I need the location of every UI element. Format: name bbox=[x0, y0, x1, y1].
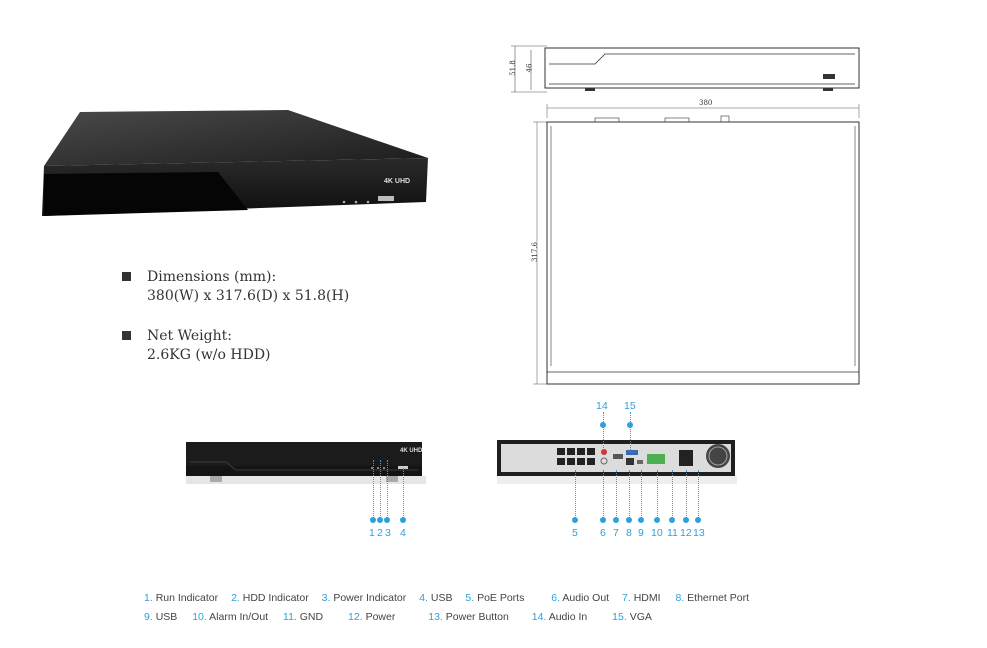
drawing-front-view: 51.8 46 bbox=[505, 44, 865, 96]
front-logo: 4K UHD bbox=[384, 178, 411, 185]
callout-11: 11 bbox=[667, 527, 678, 539]
callout-line bbox=[629, 470, 630, 520]
legend-item: 4. USB bbox=[419, 592, 453, 604]
callout-line bbox=[387, 460, 388, 520]
legend-item: 12. Power bbox=[348, 611, 396, 623]
callout-dot bbox=[669, 517, 675, 523]
legend-item: 2. HDD Indicator bbox=[231, 592, 309, 604]
callout-8: 8 bbox=[626, 527, 632, 539]
dim-depth: 317.6 bbox=[531, 241, 540, 263]
legend-item: 1. Run Indicator bbox=[144, 592, 219, 604]
callout-line bbox=[672, 470, 673, 520]
callout-line bbox=[373, 460, 374, 520]
legend-item: 15. VGA bbox=[612, 611, 652, 623]
callout-line bbox=[616, 470, 617, 520]
bullet-icon bbox=[122, 272, 131, 281]
legend-item: 11. GND bbox=[283, 611, 324, 623]
legend-item: 13. Power Button bbox=[428, 611, 509, 623]
legend-item: 5. PoE Ports bbox=[465, 592, 525, 604]
callout-line bbox=[603, 470, 604, 520]
spec-dimensions: Dimensions (mm): 380(W) x 317.6(D) x 51.… bbox=[122, 268, 349, 306]
callout-line bbox=[686, 470, 687, 520]
spec-weight-value: 2.6KG (w/o HDD) bbox=[147, 347, 271, 363]
callout-dot bbox=[654, 517, 660, 523]
bullet-icon bbox=[122, 331, 131, 340]
callout-line bbox=[641, 470, 642, 520]
callout-line bbox=[380, 460, 381, 520]
callout-12: 12 bbox=[680, 527, 692, 539]
dim-height-outer: 51.8 bbox=[508, 60, 517, 76]
drawing-top-view: 380 317.6 bbox=[525, 96, 865, 386]
rear-panel-image bbox=[497, 436, 737, 494]
callout-line bbox=[603, 412, 604, 452]
legend-item: 8. Ethernet Port bbox=[675, 592, 750, 604]
callout-10: 10 bbox=[651, 527, 663, 539]
callout-dot bbox=[400, 517, 406, 523]
callout-dot bbox=[613, 517, 619, 523]
callout-dot bbox=[572, 517, 578, 523]
legend-item: 10. Alarm In/Out bbox=[192, 611, 269, 623]
callout-14: 14 bbox=[596, 400, 608, 412]
callout-line bbox=[575, 470, 576, 520]
spec-dimensions-value: 380(W) x 317.6(D) x 51.8(H) bbox=[147, 288, 350, 304]
callout-6: 6 bbox=[600, 527, 606, 539]
legend-item: 7. HDMI bbox=[622, 592, 661, 604]
callout-line bbox=[630, 412, 631, 452]
callout-2: 2 bbox=[377, 527, 383, 539]
legend-row-1: 1. Run Indicator 2. HDD Indicator 3. Pow… bbox=[144, 592, 749, 604]
callout-9: 9 bbox=[638, 527, 644, 539]
dim-width: 380 bbox=[699, 99, 713, 107]
legend-item: 9. USB bbox=[144, 611, 178, 623]
front-panel-logo: 4K UHD bbox=[400, 448, 423, 454]
legend-item: 3. Power Indicator bbox=[321, 592, 407, 604]
callout-dot bbox=[626, 517, 632, 523]
spec-dimensions-label: Dimensions (mm): bbox=[147, 269, 277, 285]
dim-height-inner: 46 bbox=[525, 63, 534, 73]
callout-dot bbox=[683, 517, 689, 523]
callout-dot bbox=[377, 517, 383, 523]
callout-dot bbox=[384, 517, 390, 523]
callout-13: 13 bbox=[693, 527, 705, 539]
callout-dot bbox=[638, 517, 644, 523]
callout-1: 1 bbox=[369, 527, 375, 539]
callout-dot bbox=[627, 422, 633, 428]
legend-item: 6. Audio Out bbox=[551, 592, 610, 604]
callout-4: 4 bbox=[400, 527, 406, 539]
callout-3: 3 bbox=[385, 527, 391, 539]
callout-7: 7 bbox=[613, 527, 619, 539]
front-panel-image: 4K UHD bbox=[186, 440, 426, 486]
callout-15: 15 bbox=[624, 400, 636, 412]
callout-line bbox=[698, 470, 699, 520]
legend-row-2: 9. USB 10. Alarm In/Out 11. GND 12. Powe… bbox=[144, 611, 652, 623]
spec-weight-label: Net Weight: bbox=[147, 328, 232, 344]
legend-item: 14. Audio In bbox=[531, 611, 588, 623]
callout-dot bbox=[370, 517, 376, 523]
callout-5: 5 bbox=[572, 527, 578, 539]
callout-line bbox=[657, 470, 658, 520]
callout-dot bbox=[600, 517, 606, 523]
nvr-product-image: 4K UHD bbox=[38, 108, 430, 218]
spec-weight: Net Weight: 2.6KG (w/o HDD) bbox=[122, 327, 271, 365]
callout-dot bbox=[600, 422, 606, 428]
callout-line bbox=[403, 468, 404, 520]
callout-dot bbox=[695, 517, 701, 523]
